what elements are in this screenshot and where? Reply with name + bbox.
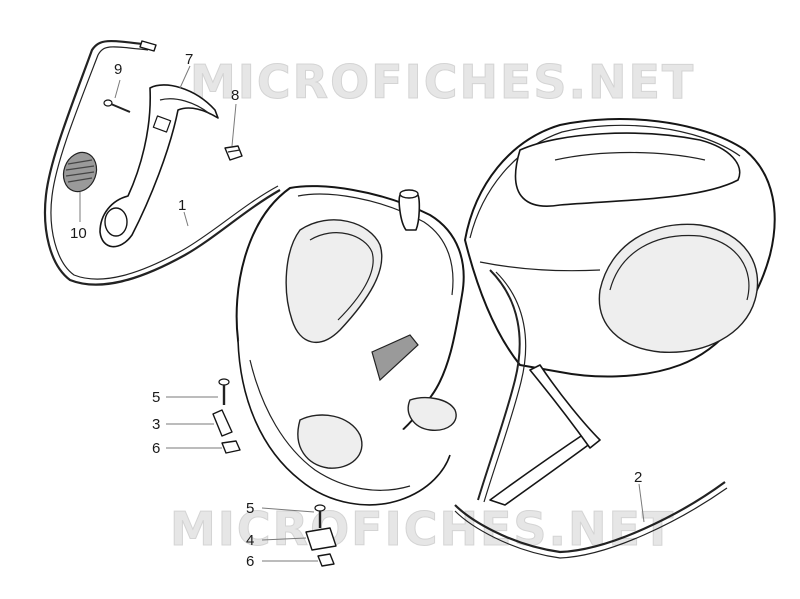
callout-1: 1	[178, 197, 186, 214]
part-5-screw-lower	[314, 504, 326, 528]
callout-6-lower: 6	[246, 553, 254, 570]
part-8-clip-nut	[224, 145, 243, 161]
callouts: 9 7 8 1 10 5 3 6 2 5 4 6	[70, 51, 642, 570]
part-6-nut-lower	[317, 553, 335, 567]
part-2-trim-strip	[454, 481, 728, 559]
scooter-frame-body	[464, 118, 776, 506]
callout-4: 4	[246, 532, 254, 549]
callout-6-upper: 6	[152, 440, 160, 457]
callout-5-upper: 5	[152, 389, 160, 406]
leg-shield	[235, 185, 465, 506]
callout-8: 8	[231, 87, 239, 104]
part-9-screw	[103, 99, 131, 113]
callout-7: 7	[185, 51, 193, 68]
watermark-bottom: MICROFICHES.NET	[170, 502, 675, 556]
part-3-clip	[212, 409, 233, 437]
part-1-trim-strip	[43, 39, 281, 286]
part-6-nut-upper	[221, 440, 241, 454]
part-10-grille	[62, 151, 98, 193]
callout-2: 2	[634, 469, 642, 486]
part-4-clip	[305, 527, 337, 551]
callout-3: 3	[152, 416, 160, 433]
part-5-screw-upper	[218, 378, 230, 405]
part-7-bracket	[99, 84, 219, 248]
frame-seal	[477, 269, 527, 503]
watermark-top: MICROFICHES.NET	[190, 55, 695, 109]
callout-5-lower: 5	[246, 500, 254, 517]
callout-10: 10	[70, 225, 87, 242]
leader-lines	[79, 65, 645, 562]
callout-9: 9	[114, 61, 122, 78]
